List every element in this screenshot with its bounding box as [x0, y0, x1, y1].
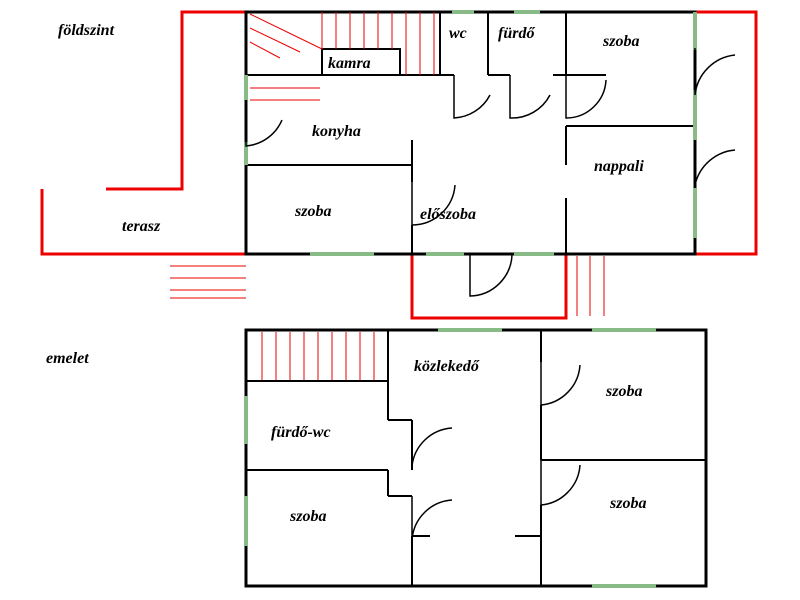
room-label-eloszoba: előszoba	[420, 206, 476, 223]
room-label-furdo-wc: fürdő-wc	[271, 424, 331, 441]
room-label-kamra: kamra	[328, 55, 371, 72]
upper-doors	[411, 362, 581, 541]
ground-floor-title: földszint	[58, 22, 115, 39]
ground-floor: földszint kamra wc fürdő szoba konyha na…	[40, 10, 758, 320]
upper-floor: emelet közlekedő szoba fürdő-wc szoba sz…	[46, 328, 708, 588]
room-label-furdo: fürdő	[498, 25, 535, 42]
ground-windows	[244, 10, 697, 256]
ground-staircase	[249, 12, 435, 101]
room-label-szoba-bottom-left: szoba	[289, 508, 326, 525]
room-label-kozlekedo: közlekedő	[414, 358, 480, 375]
upper-floor-title: emelet	[46, 350, 89, 367]
room-label-szoba-top-right: szoba	[605, 383, 642, 400]
upper-staircase	[261, 332, 375, 380]
upper-windows	[244, 328, 656, 588]
ground-interior-walls	[246, 12, 695, 254]
room-label-szoba-bottom-right: szoba	[609, 495, 646, 512]
room-label-szoba-top: szoba	[602, 33, 639, 50]
room-label-konyha: konyha	[312, 123, 361, 140]
upper-labels: emelet közlekedő szoba fürdő-wc szoba sz…	[46, 350, 646, 525]
terrace-outline	[40, 10, 758, 320]
room-label-wc: wc	[449, 25, 467, 42]
ground-labels: földszint kamra wc fürdő szoba konyha na…	[58, 22, 644, 235]
upper-interior-walls	[246, 330, 706, 586]
room-label-nappali: nappali	[594, 158, 644, 175]
ground-steps	[170, 256, 605, 316]
room-label-terasz: terasz	[122, 218, 161, 235]
room-label-szoba-left: szoba	[294, 203, 331, 220]
ground-doors	[245, 48, 736, 297]
